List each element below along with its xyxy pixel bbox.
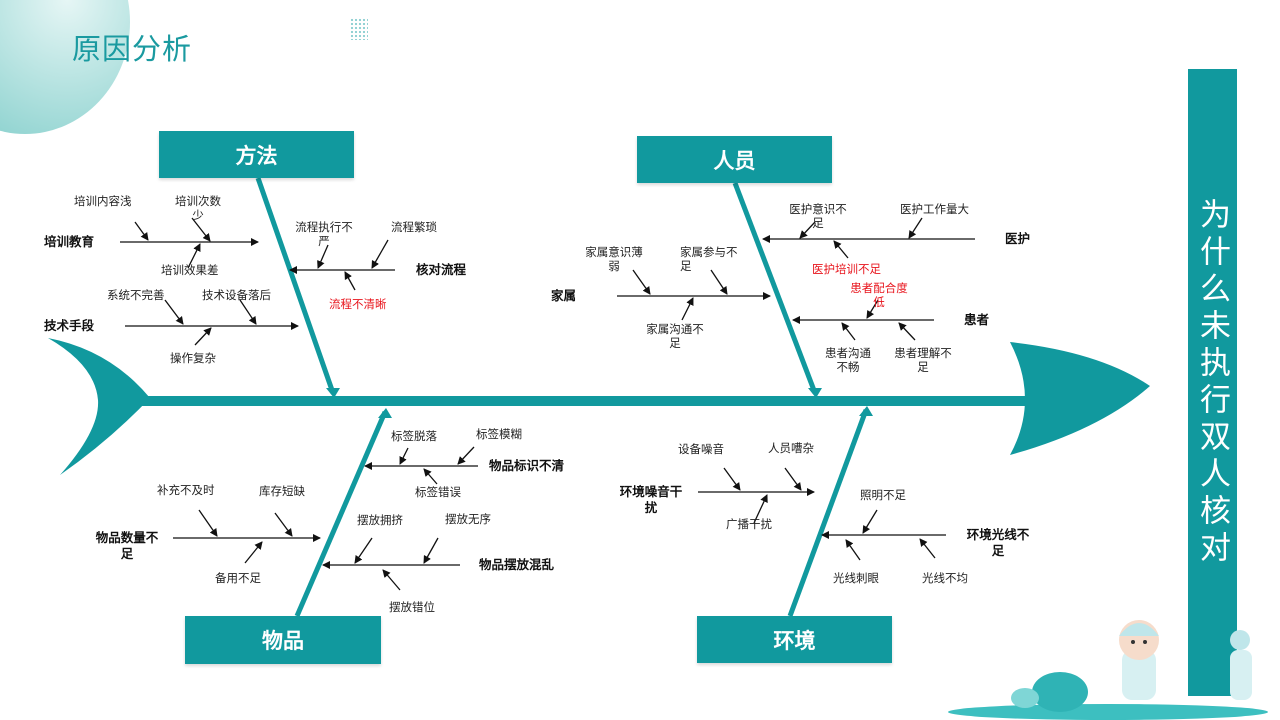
cause-label: 流程执行不严	[295, 220, 353, 248]
cause-label-highlighted: 流程不清晰	[329, 297, 387, 311]
cause-label-highlighted: 医护培训不足	[812, 262, 881, 276]
group-label: 环境噪音干扰	[619, 484, 683, 515]
group-label: 物品数量不足	[95, 530, 159, 561]
cause-label: 技术设备落后	[202, 288, 271, 302]
nurse-mascot-illustration	[948, 620, 1268, 720]
group-label: 物品摆放混乱	[479, 557, 555, 572]
bone-method	[255, 177, 336, 394]
fish-head	[1010, 342, 1150, 455]
cause-label: 家属意识薄弱	[585, 245, 643, 273]
cause-label: 广播干扰	[726, 517, 772, 531]
cause-label: 培训内容浅	[74, 194, 132, 208]
cause-label: 设备噪音	[678, 442, 724, 456]
cause-label: 培训效果差	[161, 263, 219, 277]
cause-label: 流程繁琐	[391, 220, 437, 234]
cause-label: 人员嘈杂	[768, 441, 814, 455]
cause-label: 标签模糊	[476, 427, 522, 441]
cause-label-highlighted: 患者配合度低	[850, 281, 908, 309]
cause-label: 标签错误	[415, 485, 461, 499]
category-people: 人员	[637, 136, 832, 183]
cause-label: 标签脱落	[391, 429, 437, 443]
group-label: 物品标识不清	[489, 458, 565, 473]
group-label: 患者	[964, 312, 990, 327]
bone-materials	[294, 411, 388, 617]
cause-label: 医护工作量大	[900, 202, 969, 216]
cause-label: 家属沟通不足	[646, 322, 704, 350]
group-label: 技术手段	[44, 318, 95, 333]
group-label: 医护	[1005, 231, 1031, 246]
cause-label: 库存短缺	[259, 484, 305, 498]
cause-label: 摆放错位	[389, 600, 435, 614]
decorative-dot-grid	[350, 18, 368, 40]
cause-label: 补充不及时	[157, 483, 215, 497]
fish-tail	[48, 338, 150, 475]
page-title: 原因分析	[72, 32, 193, 66]
cause-label: 备用不足	[215, 571, 261, 585]
group-label: 核对流程	[416, 262, 467, 277]
cause-label: 培训次数少	[175, 194, 221, 222]
problem-statement: 为什么未执行双人核对	[1188, 69, 1237, 696]
cause-label: 操作复杂	[170, 351, 216, 365]
category-method: 方法	[159, 131, 354, 178]
decorative-circle	[0, 0, 130, 134]
group-label: 家属	[551, 288, 577, 303]
cause-label: 光线不均	[922, 571, 968, 585]
bone-people	[732, 182, 818, 394]
cause-label: 摆放拥挤	[357, 513, 403, 527]
cause-label: 光线刺眼	[833, 571, 879, 585]
cause-label: 家属参与不足	[680, 245, 738, 273]
group-label: 培训教育	[44, 234, 95, 249]
fish-spine	[140, 396, 1040, 406]
category-materials: 物品	[185, 616, 381, 664]
cause-label: 医护意识不足	[789, 202, 847, 230]
cause-label: 系统不完善	[107, 288, 165, 302]
bone-environment	[787, 409, 869, 617]
cause-label: 患者沟通不畅	[825, 346, 871, 374]
group-label: 环境光线不足	[966, 527, 1030, 558]
cause-label: 摆放无序	[445, 512, 491, 526]
category-environment: 环境	[697, 616, 892, 663]
cause-label: 照明不足	[860, 488, 906, 502]
cause-label: 患者理解不足	[894, 346, 952, 374]
